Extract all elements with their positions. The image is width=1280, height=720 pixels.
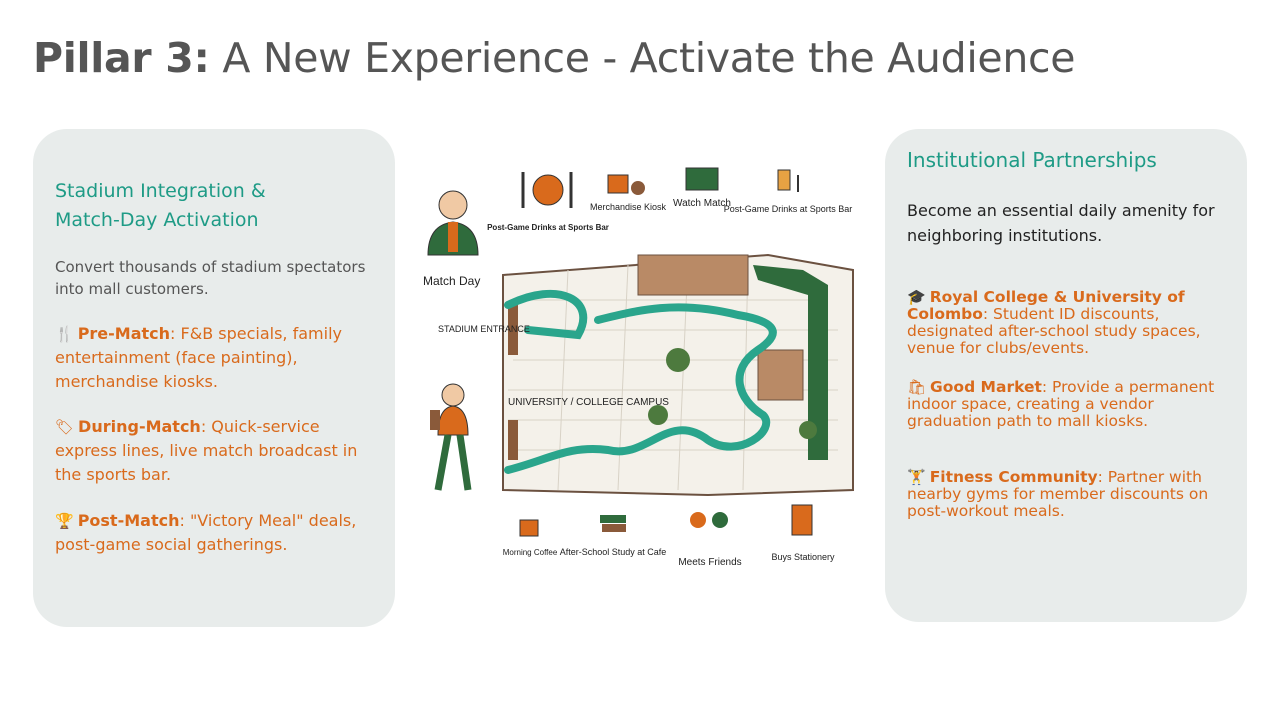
institutional-partnerships-card: Institutional Partnerships Become an ess… <box>885 129 1247 622</box>
fork-knife-icon: 🍴 <box>55 325 74 343</box>
morning-coffee-label: Morning Coffee <box>503 548 558 557</box>
trophy-icon: 🏆 <box>55 512 74 530</box>
shopping-bags-icon: 🛍 <box>907 378 927 396</box>
stadium-integration-card: Stadium Integration & Match-Day Activati… <box>33 129 395 627</box>
fitness-community-text: : Partner with nearby gyms for member di… <box>907 468 1209 520</box>
during-match-label: During-Match <box>78 417 201 436</box>
good-market-text: : Provide a permanent indoor space, crea… <box>907 378 1215 430</box>
university-campus-label: UNIVERSITY / COLLEGE CAMPUS <box>508 397 669 408</box>
royal-college-text: : Student ID discounts, designated after… <box>907 305 1201 357</box>
tshirt-cap-icon <box>607 174 645 195</box>
coffee-cup-icon <box>519 519 539 537</box>
tag-icon: 🏷 <box>55 418 75 436</box>
plate-cutlery-icon <box>521 172 573 208</box>
pre-match-text: : F&B specials, family entertainment (fa… <box>55 324 342 391</box>
mall-journey-illustration: Post-Game Drinks at Sports Bar Merchandi… <box>423 167 854 568</box>
title-bold: Pillar 3: <box>33 34 210 82</box>
entrance-wall <box>508 305 518 355</box>
royal-college-item: 🎓Royal College & University of Colombo: … <box>907 289 1227 357</box>
floor-plan <box>502 253 854 497</box>
plant-icon <box>666 348 690 372</box>
fan-person-icon <box>427 190 479 256</box>
post-match-text: : "Victory Meal" deals, post-game social… <box>55 511 357 554</box>
stadium-heading: Stadium Integration & Match-Day Activati… <box>55 177 385 235</box>
stadium-heading-line1: Stadium Integration & <box>55 180 266 202</box>
during-match-item: 🏷During-Match: Quick-service express lin… <box>55 415 385 487</box>
royal-college-label: Royal College & University of Colombo <box>907 288 1185 323</box>
pre-match-item: 🍴Pre-Match: F&B specials, family enterta… <box>55 322 385 394</box>
plant-icon <box>799 421 817 439</box>
stadium-heading-line2: Match-Day Activation <box>55 209 259 231</box>
notebook-icon <box>791 504 813 536</box>
campus-wall <box>508 420 518 460</box>
partnerships-intro: Become an essential daily amenity for ne… <box>907 201 1215 245</box>
post-match-label: Post-Match <box>77 511 180 530</box>
tv-icon <box>685 167 719 191</box>
sports-bar-front <box>637 254 749 296</box>
match-day-label: Match Day <box>423 274 480 288</box>
graduation-cap-icon: 🎓 <box>907 288 926 306</box>
page-title: Pillar 3: A New Experience - Activate th… <box>33 34 1075 82</box>
after-school-label: After-School Study at Cafe <box>560 547 667 557</box>
friends-icon <box>690 512 728 528</box>
merchandise-kiosk-label: Merchandise Kiosk <box>590 202 667 212</box>
buys-stationery-label: Buys Stationery <box>771 552 835 562</box>
dumbbell-icon: 🏋 <box>907 468 926 486</box>
partnerships-heading: Institutional Partnerships <box>907 148 1157 172</box>
green-wall <box>753 265 828 460</box>
meets-friends-label: Meets Friends <box>678 557 741 568</box>
stadium-entrance-label: STADIUM ENTRANCE <box>438 324 530 334</box>
beer-stool-icon <box>777 169 799 192</box>
fitness-community-label: Fitness Community <box>929 468 1098 486</box>
watch-match-label: Watch Match <box>673 198 731 209</box>
title-rest: A New Experience - Activate the Audience <box>209 34 1076 82</box>
books-icon <box>600 515 626 532</box>
student-person-icon <box>430 383 472 491</box>
fitness-community-item: 🏋Fitness Community: Partner with nearby … <box>907 469 1227 520</box>
post-game-drinks-label-left: Post-Game Drinks at Sports Bar <box>487 223 609 232</box>
journey-path <box>504 289 777 474</box>
post-match-item: 🏆Post-Match: "Victory Meal" deals, post-… <box>55 509 385 557</box>
good-market-label: Good Market <box>930 378 1042 396</box>
plant-icon <box>648 405 668 425</box>
pre-match-label: Pre-Match <box>77 324 171 343</box>
during-match-text: : Quick-service express lines, live matc… <box>55 417 358 484</box>
bar-counter <box>757 349 804 401</box>
stadium-intro: Convert thousands of stadium spectators … <box>55 258 366 298</box>
post-game-drinks-label-right: Post-Game Drinks at Sports Bar <box>724 204 853 214</box>
good-market-item: 🛍Good Market: Provide a permanent indoor… <box>907 379 1227 430</box>
